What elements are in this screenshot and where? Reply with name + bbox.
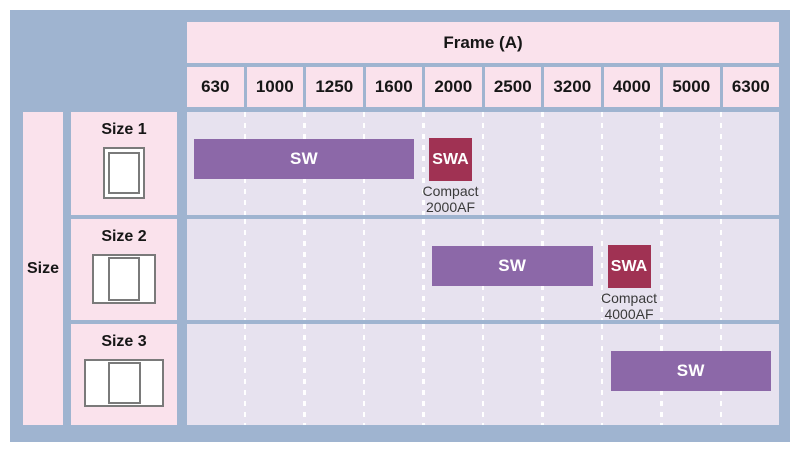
size-1-label: Size 1 (101, 121, 147, 138)
column-gridline (600, 324, 604, 425)
frame-column-header-2500: 2500 (484, 67, 541, 107)
swa-box-row-2: SWA (607, 245, 651, 288)
frame-column-header-6300: 6300 (722, 67, 779, 107)
column-gridline (541, 324, 544, 425)
breaker-inner-frame (108, 152, 140, 194)
compact-annotation-line: Compact (600, 290, 658, 306)
column-gridline (243, 324, 247, 425)
breaker-frame-wide-icon (84, 359, 164, 407)
column-gridline (303, 324, 306, 425)
breaker-frame-narrow-icon (103, 147, 145, 199)
size-axis-label: Size (26, 259, 59, 277)
size-3-label: Size 3 (101, 333, 147, 350)
column-gridline (422, 324, 425, 425)
column-gridline (362, 324, 366, 425)
frame-axis-title-cell: Frame (A) (187, 22, 779, 63)
compact-annotation-line: Compact (422, 183, 479, 199)
frame-axis-title: Frame (A) (443, 32, 523, 52)
column-gridline (362, 219, 366, 320)
column-gridline (481, 112, 485, 215)
column-gridline (422, 219, 425, 320)
size-axis-label-cell: Size (23, 112, 63, 425)
size-2-label: Size 2 (101, 228, 147, 245)
column-gridline (719, 112, 723, 215)
frame-column-header-2000: 2000 (425, 67, 482, 107)
column-gridline (719, 219, 723, 320)
frame-column-header-1600: 1600 (365, 67, 422, 107)
column-gridline (541, 112, 544, 215)
breaker-frame-medium-icon (92, 254, 156, 304)
frame-column-header-630: 630 (187, 67, 244, 107)
breaker-inner-frame (107, 362, 141, 404)
column-gridline (481, 324, 485, 425)
row-label-size-1: Size 1 (71, 112, 177, 215)
compact-annotation-line: 2000AF (425, 199, 476, 215)
column-gridline (660, 219, 663, 320)
sw-range-bar-row-2: SW (432, 246, 593, 286)
breaker-inner-frame (108, 257, 140, 301)
column-gridline (600, 112, 604, 215)
column-gridline (243, 219, 247, 320)
column-gridline (422, 112, 425, 215)
row-label-size-2: Size 2 (71, 219, 177, 320)
column-gridline (303, 219, 306, 320)
compact-annotation-line: 4000AF (604, 306, 654, 322)
frame-column-header-1250: 1250 (306, 67, 363, 107)
sw-range-bar-row-3: SW (610, 351, 771, 391)
sw-range-bar-row-1: SW (194, 139, 414, 179)
frame-column-header-4000: 4000 (603, 67, 660, 107)
swa-box-row-1: SWA (429, 138, 472, 181)
column-gridline (600, 219, 604, 320)
frame-column-header-1000: 1000 (246, 67, 303, 107)
column-gridline (660, 112, 663, 215)
frame-column-header-3200: 3200 (544, 67, 601, 107)
row-label-size-3: Size 3 (71, 324, 177, 425)
frame-column-header-5000: 5000 (663, 67, 720, 107)
